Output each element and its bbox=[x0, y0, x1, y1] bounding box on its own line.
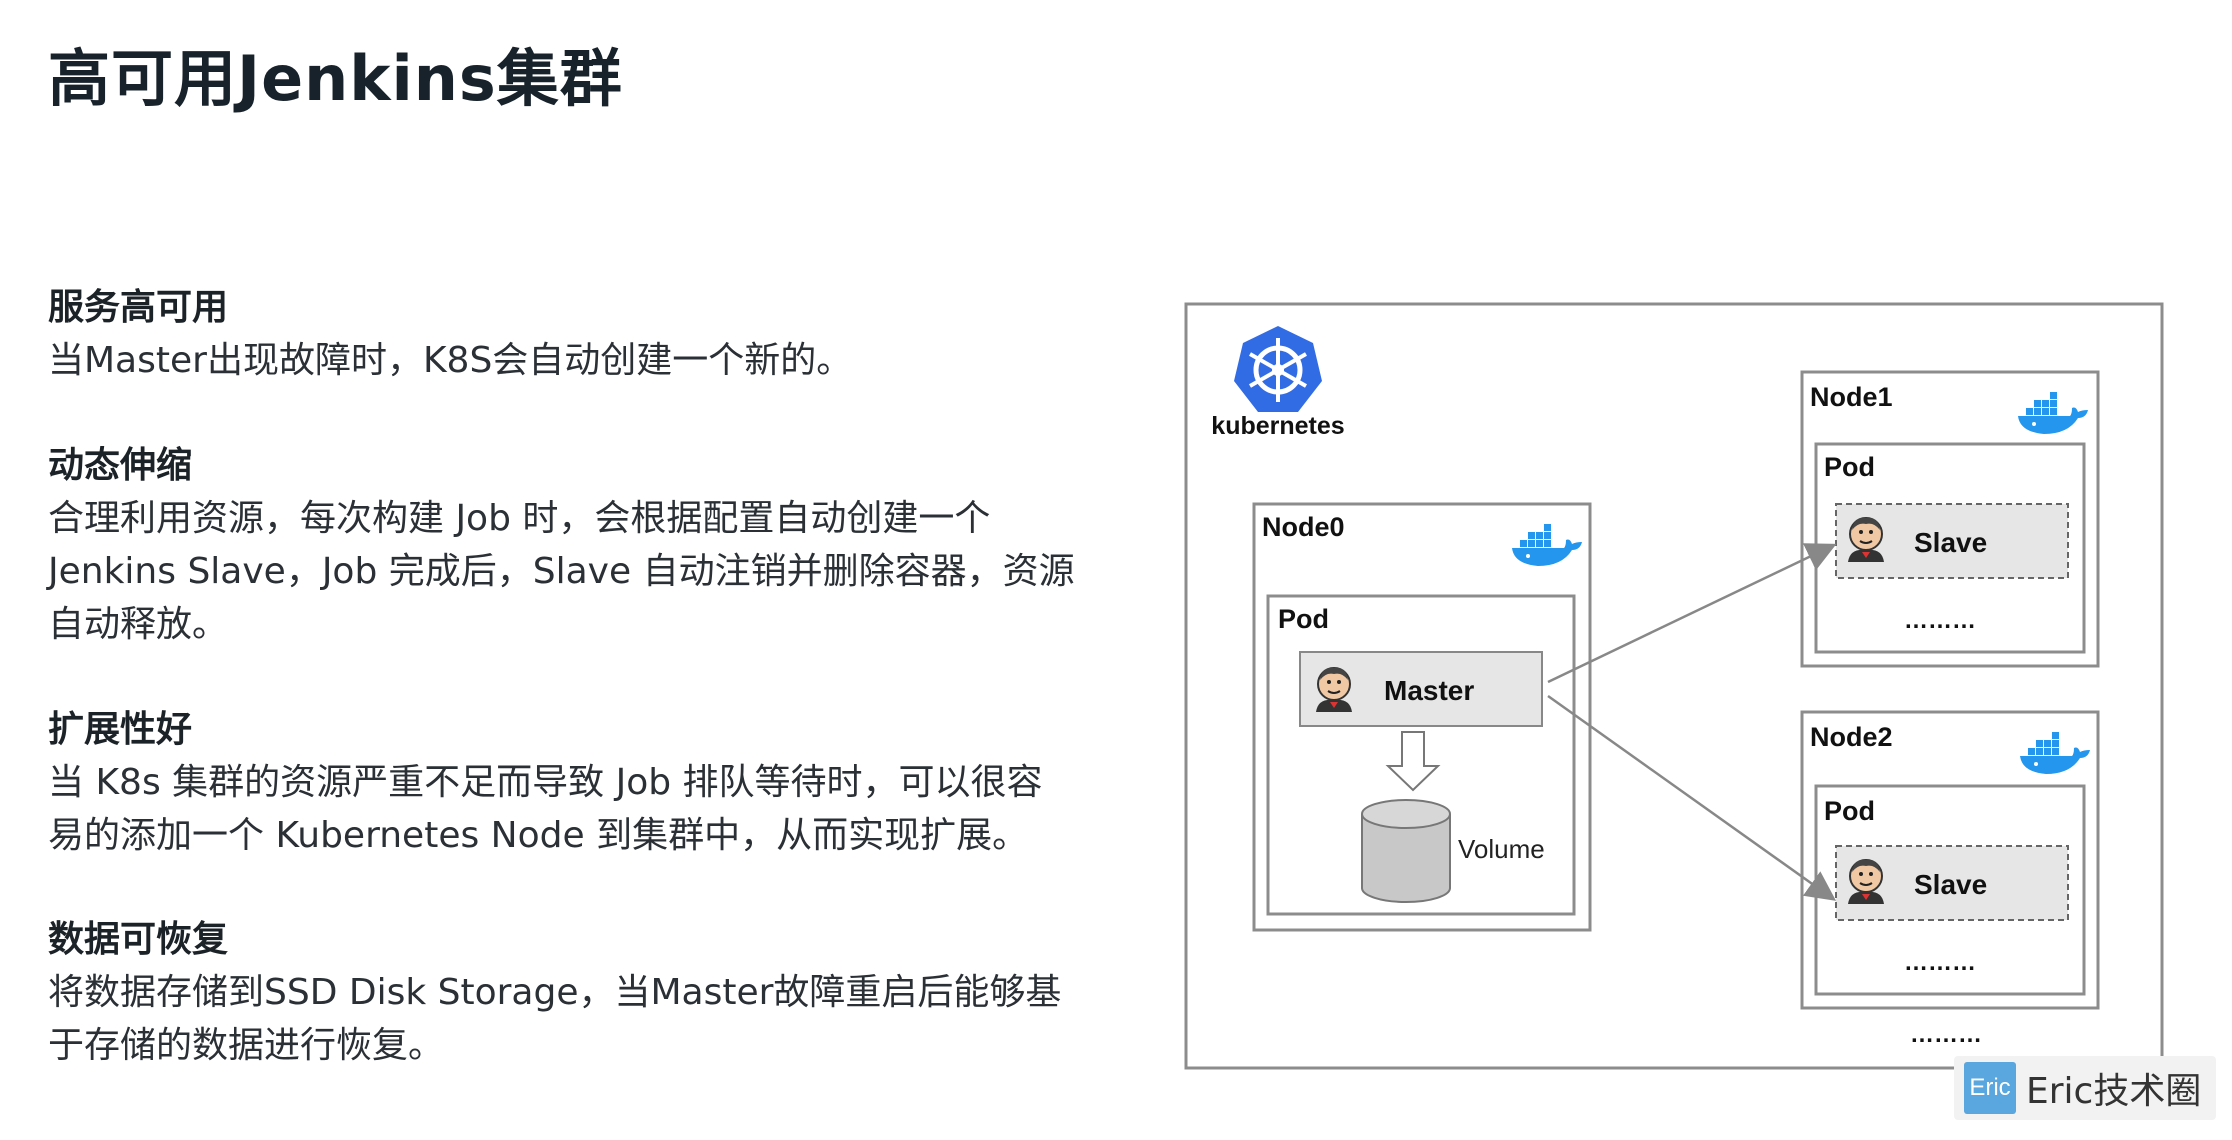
more-pods-dots: ……… bbox=[1904, 607, 1976, 634]
node-label: Node0 bbox=[1262, 512, 1345, 542]
jenkins-butler-icon bbox=[1315, 666, 1353, 713]
more-nodes-dots: ……… bbox=[1910, 1021, 1982, 1048]
more-pods-dots: ……… bbox=[1904, 949, 1976, 976]
section-body: 将数据存储到SSD Disk Storage，当Master故障重启后能够基 于… bbox=[48, 972, 1062, 1066]
pod-label: Pod bbox=[1824, 452, 1875, 482]
watermark-text: Eric技术圈 bbox=[2026, 1071, 2202, 1112]
slave-box bbox=[1835, 845, 2069, 921]
section-body: 合理利用资源，每次构建 Job 时，会根据配置自动创建一个 Jenkins Sl… bbox=[48, 498, 1075, 645]
jenkins-butler-icon bbox=[1847, 516, 1885, 563]
watermark: Eric Eric技术圈 bbox=[1954, 1056, 2216, 1120]
kubernetes-icon bbox=[1234, 326, 1322, 412]
pod-label: Pod bbox=[1278, 604, 1329, 634]
kubernetes-label: kubernetes bbox=[1211, 412, 1344, 440]
node2: Node2 Pod Slave ……… bbox=[1800, 710, 2100, 1010]
node0: Node0 Pod Master Volume bbox=[1252, 502, 1592, 932]
arrow-to-node1-slave bbox=[1547, 543, 1837, 684]
section-scalability: 扩展性好 当 K8s 集群的资源严重不足而导致 Job 排队等待时，可以很容 易… bbox=[48, 704, 1148, 862]
node1: Node1 Pod Slave ……… bbox=[1800, 370, 2100, 668]
cluster-diagram: kubernetes Node0 Pod Master Volume Node1… bbox=[1184, 302, 2164, 1070]
section-heading: 动态伸缩 bbox=[48, 445, 193, 486]
pod-label: Pod bbox=[1824, 796, 1875, 826]
slave-label: Slave bbox=[1914, 869, 1987, 900]
section-heading: 扩展性好 bbox=[48, 709, 193, 750]
down-arrow-icon bbox=[1385, 731, 1441, 792]
section-high-availability: 服务高可用 当Master出现故障时，K8S会自动创建一个新的。 bbox=[48, 282, 1148, 387]
master-label: Master bbox=[1384, 675, 1474, 706]
slave-label: Slave bbox=[1914, 527, 1987, 558]
node-label: Node2 bbox=[1810, 722, 1893, 752]
jenkins-butler-icon bbox=[1847, 858, 1885, 905]
section-body: 当 K8s 集群的资源严重不足而导致 Job 排队等待时，可以很容 易的添加一个… bbox=[48, 762, 1043, 856]
section-heading: 数据可恢复 bbox=[48, 919, 229, 960]
section-body: 当Master出现故障时，K8S会自动创建一个新的。 bbox=[48, 340, 853, 381]
page-title: 高可用Jenkins集群 bbox=[48, 42, 623, 115]
section-heading: 服务高可用 bbox=[48, 287, 229, 328]
arrow-to-node2-slave bbox=[1547, 694, 1837, 901]
volume-label: Volume bbox=[1458, 834, 1545, 864]
node-label: Node1 bbox=[1810, 382, 1893, 412]
storage-cylinder-icon bbox=[1361, 799, 1451, 903]
section-dynamic-scaling: 动态伸缩 合理利用资源，每次构建 Job 时，会根据配置自动创建一个 Jenki… bbox=[48, 440, 1148, 651]
watermark-logo: Eric bbox=[1964, 1062, 2016, 1114]
section-data-recovery: 数据可恢复 将数据存储到SSD Disk Storage，当Master故障重启… bbox=[48, 914, 1148, 1072]
